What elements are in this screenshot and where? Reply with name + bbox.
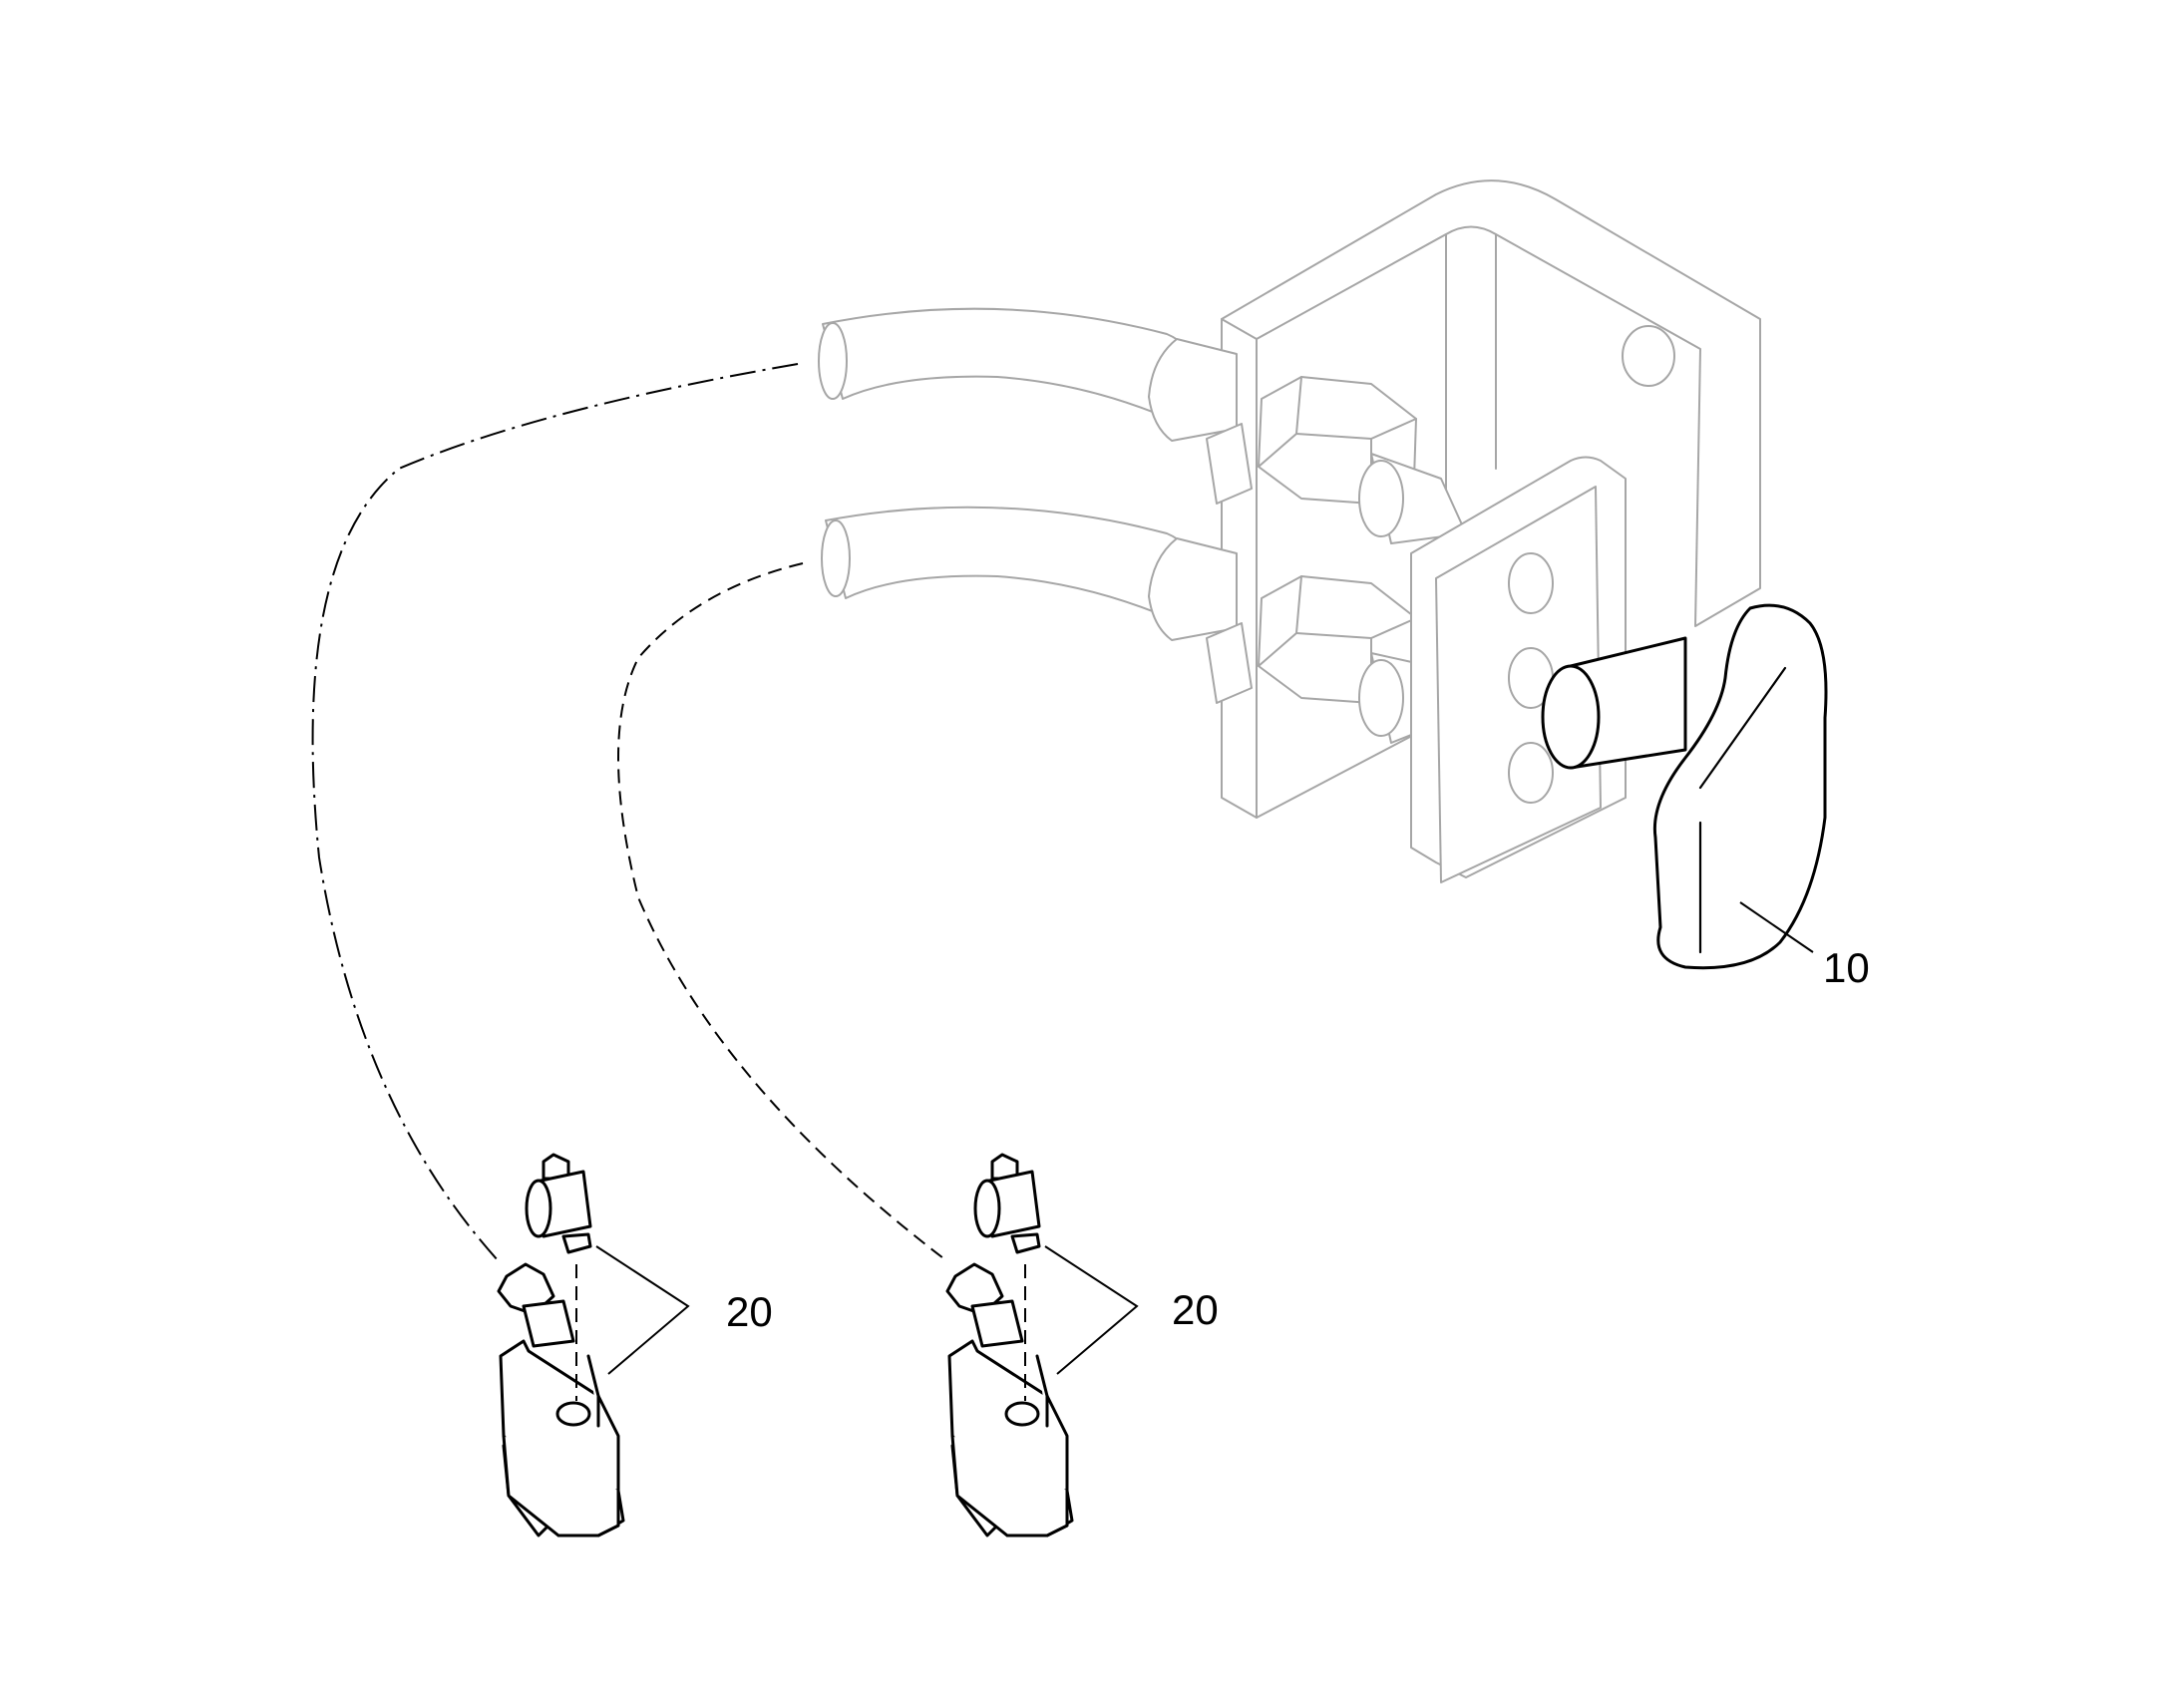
lower-hose <box>821 506 1238 641</box>
callout-20-right: 20 <box>1172 1286 1219 1333</box>
callout-10: 10 <box>1823 944 1870 991</box>
front-plate <box>1410 456 1627 883</box>
leader-line-10 <box>1739 901 1814 953</box>
grease-fitting-assembly-right <box>945 1153 1074 1537</box>
path-line-left <box>311 363 799 1262</box>
upper-hose <box>818 307 1238 442</box>
callout-20-left: 20 <box>726 1288 773 1335</box>
leader-line-20-left <box>595 1245 690 1375</box>
t-handle-key <box>1541 603 1828 970</box>
lower-fitting <box>1206 575 1417 744</box>
grease-fitting-assembly-left <box>497 1153 625 1537</box>
leader-line-20-right <box>1044 1245 1139 1375</box>
upper-fitting <box>1206 376 1467 544</box>
path-line-right <box>617 562 948 1262</box>
